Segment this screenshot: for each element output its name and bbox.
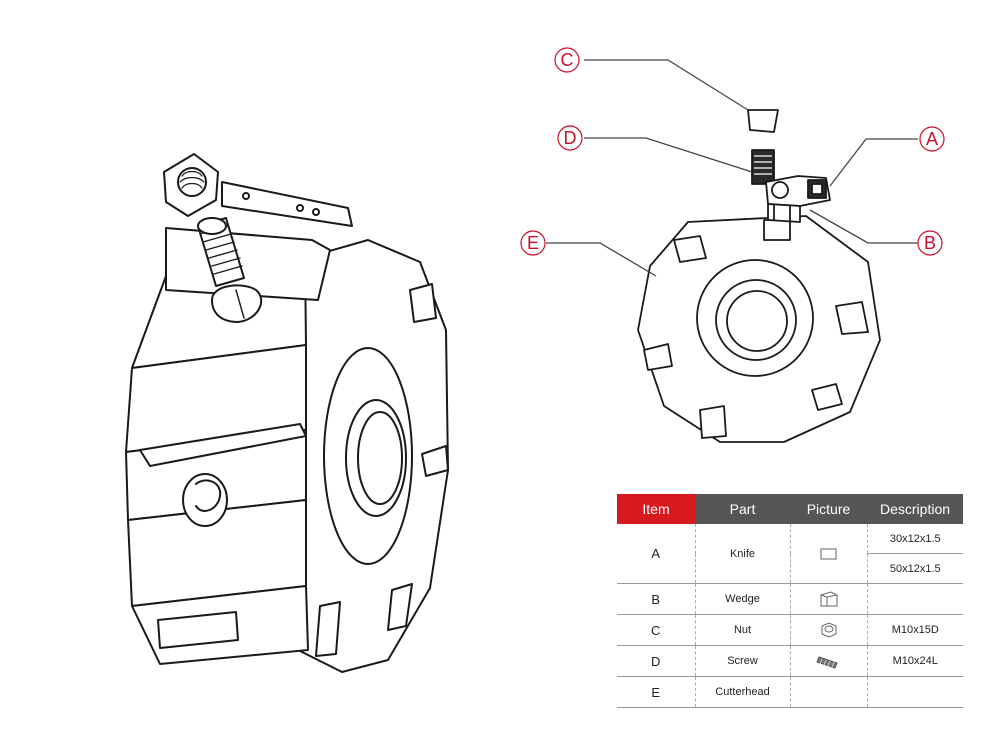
wedge-icon [820, 591, 837, 607]
row-a-part: Knife [695, 524, 791, 584]
leader-b [809, 209, 918, 244]
row-c-description: M10x15D [867, 614, 963, 646]
exploded-knife-wedge [765, 175, 831, 223]
front-view-teeth [643, 235, 869, 439]
screw-icon [815, 656, 838, 669]
leader-c [584, 59, 749, 111]
leader-a [829, 138, 918, 187]
header-item: Item [617, 494, 695, 524]
parts-table-header-row: Item Part Picture Description [617, 494, 963, 524]
callout-e: E [520, 230, 546, 256]
table-row: B Wedge [617, 583, 963, 615]
table-row: 50x12x1.5 [617, 553, 963, 584]
exploded-nut [747, 109, 779, 133]
row-a-item: A [617, 524, 696, 584]
top-screw [197, 217, 245, 287]
table-row: D Screw M10x24L [617, 645, 963, 677]
front-view-bore-inner [726, 290, 788, 352]
row-a-description-2: 50x12x1.5 [867, 553, 963, 584]
row-b-picture [790, 583, 868, 615]
callout-b-letter: B [924, 233, 936, 253]
exploded-screw [751, 149, 775, 185]
table-row: E Cutterhead [617, 676, 963, 708]
callout-e-letter: E [527, 233, 539, 253]
knife-blade-holes [242, 192, 320, 216]
leader-lines [546, 59, 918, 277]
callout-a: A [919, 126, 945, 152]
cutterhead-bore-inner [357, 411, 403, 505]
row-b-item: B [617, 583, 696, 615]
side-face-teeth [315, 283, 449, 657]
row-b-part: Wedge [695, 583, 791, 615]
top-knife-blade [221, 181, 353, 227]
row-e-item: E [617, 676, 696, 708]
parts-table: Item Part Picture Description A Knife 30… [617, 494, 963, 708]
row-a-picture [790, 524, 868, 584]
row-d-part: Screw [695, 645, 791, 677]
bottom-knife-slot [157, 611, 239, 649]
header-description: Description [867, 494, 963, 524]
knife-icon [820, 548, 836, 559]
row-d-description: M10x24L [867, 645, 963, 677]
row-c-item: C [617, 614, 696, 646]
callout-c: C [554, 47, 580, 73]
nut-icon [821, 622, 836, 638]
callout-c-letter: C [561, 50, 574, 70]
table-row: C Nut M10x15D [617, 614, 963, 646]
front-view-top-slot [763, 219, 791, 241]
leader-d [584, 137, 753, 173]
row-c-part: Nut [695, 614, 791, 646]
callout-b: B [917, 230, 943, 256]
row-e-picture [790, 676, 868, 708]
row-d-picture [790, 645, 868, 677]
cutterhead-front-view [637, 215, 881, 443]
front-knife-slot [139, 423, 307, 467]
top-screw-hole [211, 284, 263, 323]
leader-e [546, 242, 657, 277]
front-screw-hole [182, 473, 228, 527]
cutterhead-3d-view [125, 153, 449, 673]
header-part: Part [695, 494, 790, 524]
row-a-description-1: 30x12x1.5 [867, 524, 963, 554]
row-e-description [867, 676, 963, 708]
row-d-item: D [617, 645, 696, 677]
callout-a-letter: A [926, 129, 938, 149]
row-c-picture [790, 614, 868, 646]
row-b-description [867, 583, 963, 615]
callout-d-letter: D [564, 128, 577, 148]
row-e-part: Cutterhead [695, 676, 791, 708]
header-picture: Picture [790, 494, 867, 524]
table-row: A Knife 30x12x1.5 [617, 524, 963, 584]
callout-d: D [557, 125, 583, 151]
